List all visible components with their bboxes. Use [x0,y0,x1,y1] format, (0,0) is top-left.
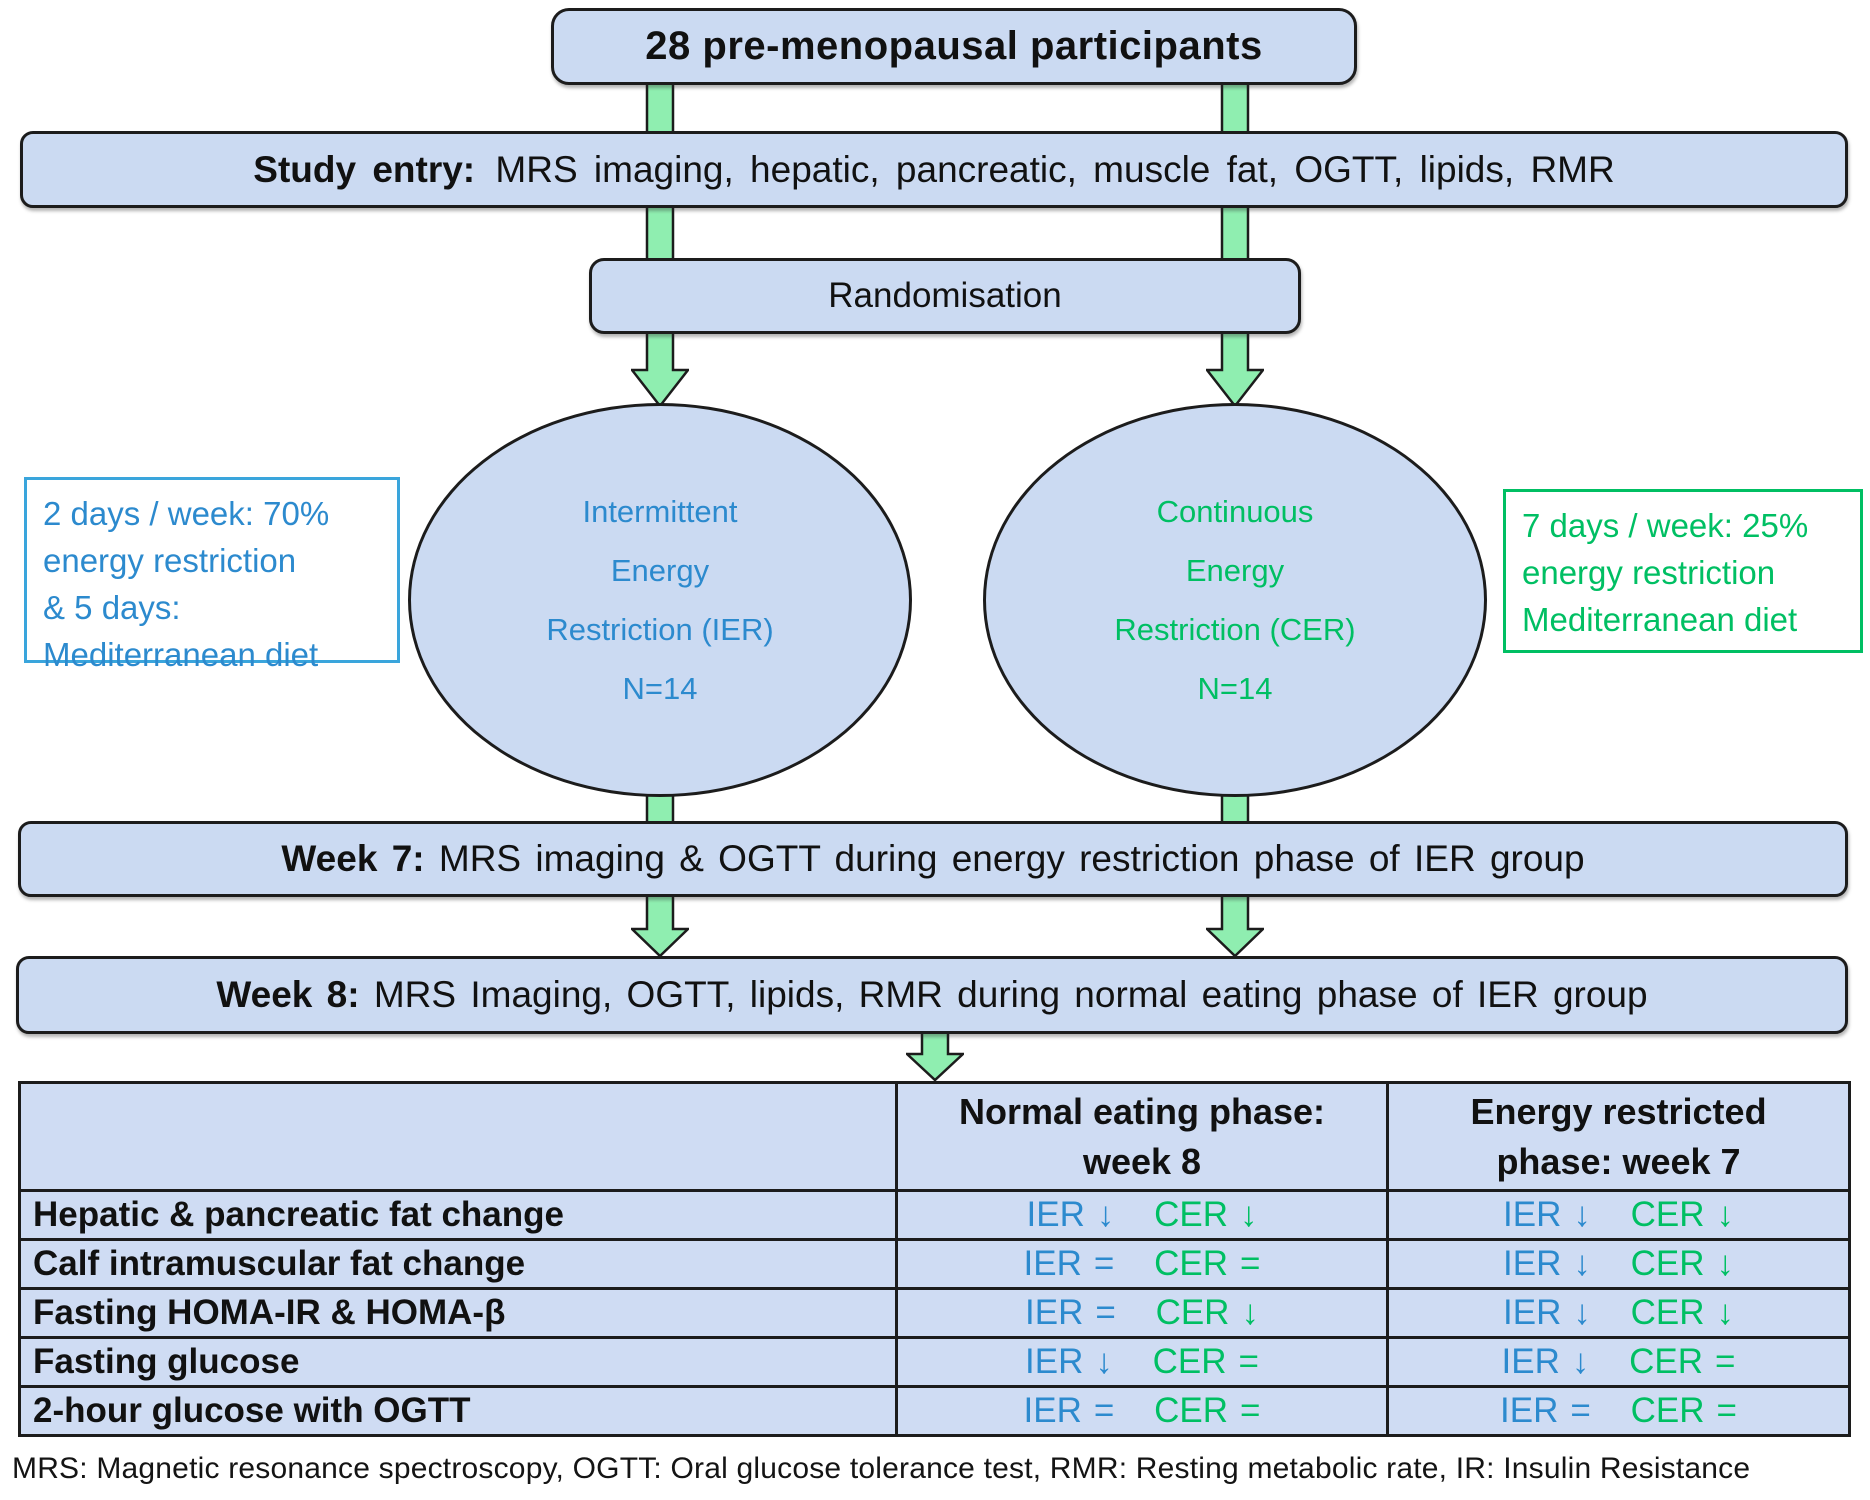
abbreviations-footnote: MRS: Magnetic resonance spectroscopy, OG… [12,1452,1751,1485]
cer-note-line: 7 days / week: 25% [1522,507,1809,544]
week7-bar: Week 7: MRS imaging & OGTT during energy… [18,821,1848,897]
cer-group-ellipse: Continuous Energy Restriction (CER) N=14 [983,403,1487,797]
ier-diet-note: 2 days / week: 70% energy restriction & … [24,477,400,673]
arrow-week8-to-table [906,1032,964,1082]
results-header-row: Normal eating phase: week 8 Energy restr… [18,1081,1851,1192]
cer-note-line: Mediterranean diet [1522,601,1798,638]
row-label: Hepatic & pancreatic fat change [18,1189,898,1241]
row-label: Fasting HOMA-IR & HOMA-β [18,1287,898,1339]
col-header-week8: Normal eating phase: week 8 [895,1081,1389,1192]
week8-text: Week 8: MRS Imaging, OGTT, lipids, RMR d… [216,974,1648,1015]
result-cell: IER= CER↓ [895,1287,1389,1339]
arrow-participants-to-study-right [1220,82,1250,134]
results-table: Normal eating phase: week 8 Energy restr… [18,1081,1851,1437]
arrow-participants-to-study-left [645,82,675,134]
study-entry-bar: Study entry: MRS imaging, hepatic, pancr… [20,131,1848,208]
cer-line: Continuous [1156,494,1314,529]
ier-note-line: 2 days / week: 70% [43,495,330,532]
cer-n-count: N=14 [1197,671,1273,706]
col-header-week7: Energy restricted phase: week 7 [1386,1081,1851,1192]
ier-note-line: Mediterranean diet [43,636,319,673]
result-cell: IER↓ CER= [1386,1336,1851,1388]
connector-ier-to-week7 [645,793,675,824]
ier-line: Restriction (IER) [546,612,774,647]
table-row: Fasting glucose IER↓ CER= IER↓ CER= [18,1336,1851,1388]
corner-cell [18,1081,898,1192]
row-label: Calf intramuscular fat change [18,1238,898,1290]
ier-line: Energy [610,553,710,588]
cer-line: Restriction (CER) [1114,612,1356,647]
result-cell: IER= CER= [895,1238,1389,1290]
row-label: Fasting glucose [18,1336,898,1388]
ier-n-count: N=14 [622,671,698,706]
table-row: Fasting HOMA-IR & HOMA-β IER= CER↓ IER↓ … [18,1287,1851,1339]
result-cell: IER= CER= [1386,1385,1851,1437]
cer-diet-note: 7 days / week: 25% energy restriction Me… [1503,489,1863,653]
result-cell: IER↓ CER↓ [1386,1189,1851,1241]
result-cell: IER↓ CER= [895,1336,1389,1388]
week8-bar: Week 8: MRS Imaging, OGTT, lipids, RMR d… [16,956,1848,1034]
ier-note-line: & 5 days: [43,589,181,626]
arrow-week7-to-week8-right [1206,893,1264,958]
table-row: Calf intramuscular fat change IER= CER= … [18,1238,1851,1290]
connector-cer-to-week7 [1220,793,1250,824]
result-cell: IER↓ CER↓ [1386,1287,1851,1339]
randomisation-box: Randomisation [589,258,1301,334]
ier-note-line: energy restriction [43,542,297,579]
ier-line: Intermittent [582,494,738,529]
ier-group-ellipse: Intermittent Energy Restriction (IER) N=… [408,403,912,797]
study-entry-text: Study entry: MRS imaging, hepatic, pancr… [253,148,1615,190]
result-cell: IER↓ CER↓ [895,1189,1389,1241]
randomisation-label: Randomisation [828,276,1062,315]
participants-box: 28 pre-menopausal participants [551,8,1357,85]
result-cell: IER= CER= [895,1385,1389,1437]
participants-label: 28 pre-menopausal participants [645,24,1263,68]
result-cell: IER↓ CER↓ [1386,1238,1851,1290]
row-label: 2-hour glucose with OGTT [18,1385,898,1437]
arrow-week7-to-week8-left [631,893,689,958]
table-row: 2-hour glucose with OGTT IER= CER= IER= … [18,1385,1851,1437]
table-row: Hepatic & pancreatic fat change IER↓ CER… [18,1189,1851,1241]
cer-note-line: energy restriction [1522,554,1776,591]
week7-text: Week 7: MRS imaging & OGTT during energy… [281,838,1585,879]
cer-line: Energy [1185,553,1285,588]
